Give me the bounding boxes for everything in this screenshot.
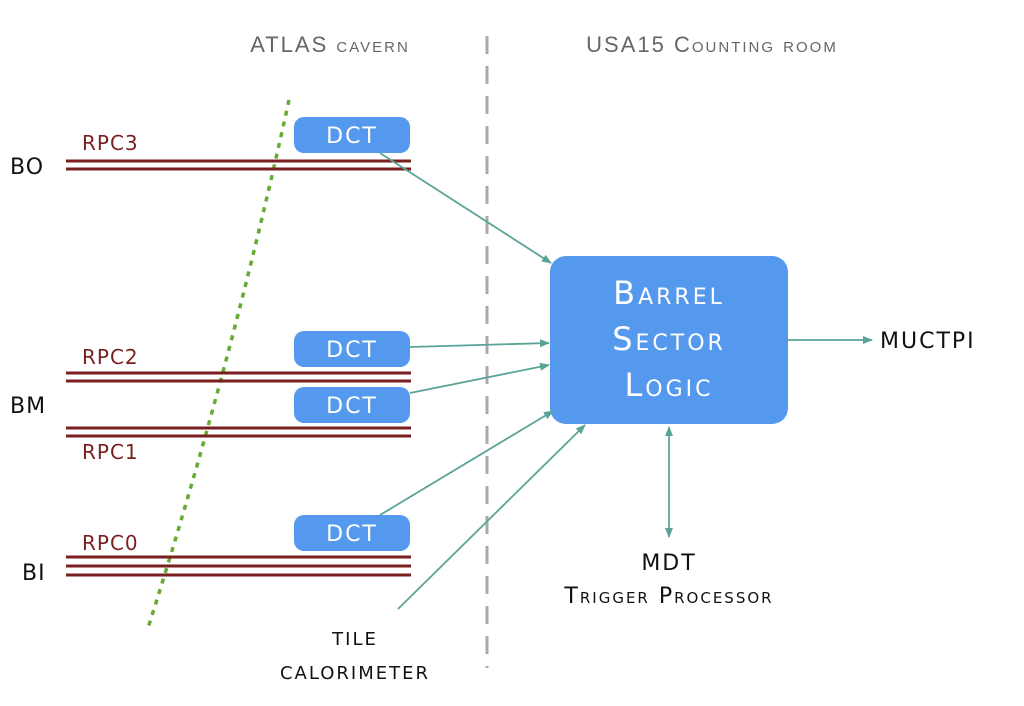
region-label-atlas-cavern: ATLAS cavern (250, 32, 410, 57)
dct-box-rpc1: DCT (294, 387, 410, 423)
curved-boundary (146, 99, 291, 629)
dct-box-rpc3: DCT (294, 117, 410, 153)
arrow-dct-rpc1-to-logic (409, 362, 550, 394)
rpc1-label: RPC1 (82, 440, 139, 464)
dct-label: DCT (326, 522, 378, 547)
dct-label: DCT (326, 124, 378, 149)
region-label-usa15: USA15 Counting room (586, 32, 838, 57)
dct-label: DCT (326, 394, 378, 419)
logic-line-3: Logic (624, 366, 713, 404)
rpc3-label: RPC3 (82, 131, 139, 155)
layer-label-bi: BI (22, 561, 46, 586)
dct-box-rpc2: DCT (294, 331, 410, 367)
tile-label-line-2: calorimeter (280, 663, 430, 684)
layer-label-bm: BM (10, 394, 46, 419)
arrow-dct-rpc3-to-logic (379, 152, 552, 264)
rpc0-chamber (66, 555, 411, 577)
rpc1-chamber (66, 426, 411, 438)
barrel-sector-logic-box: Barrel Sector Logic (550, 256, 788, 424)
arrow-dct-rpc0-to-logic (379, 410, 554, 516)
mdt-label-line-2: Trigger Processor (563, 584, 773, 609)
muctpi-label: MUCTPI (880, 329, 976, 354)
mdt-label-line-1: MDT (641, 551, 696, 576)
rpc2-label: RPC2 (82, 345, 139, 369)
arrow-dct-rpc2-to-logic (409, 339, 550, 348)
dct-box-rpc0: DCT (294, 515, 410, 551)
layer-label-bo: BO (10, 155, 44, 180)
logic-line-1: Barrel (613, 274, 725, 312)
logic-line-2: Sector (612, 320, 726, 358)
tile-label-line-1: tile (331, 629, 378, 650)
arrow-tile-to-logic (397, 424, 586, 610)
rpc2-chamber (66, 371, 411, 383)
rpc3-chamber (66, 159, 411, 171)
dct-label: DCT (326, 338, 378, 363)
rpc0-label: RPC0 (82, 531, 139, 555)
